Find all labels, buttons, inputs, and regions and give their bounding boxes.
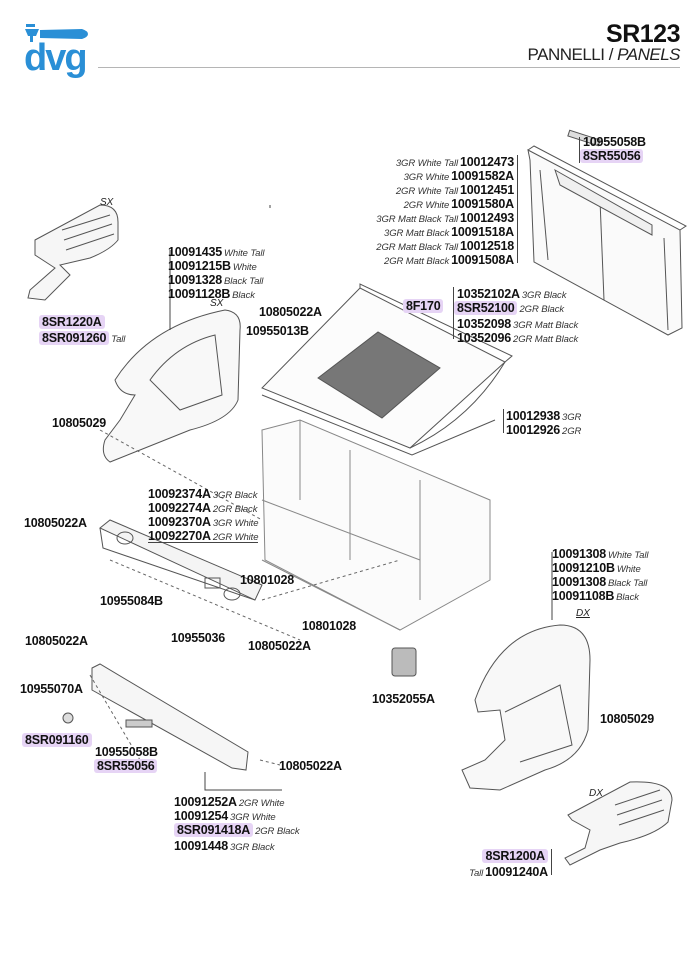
side-label-right: DX [589, 788, 603, 799]
part-number: 10012926 [506, 423, 561, 437]
part-number: 10091435 [168, 245, 223, 259]
part-number: 10805022A [259, 305, 322, 319]
side-label-left: SX [210, 298, 224, 309]
part-number-highlighted: 8SR091418A [174, 823, 254, 837]
part-number: 10955058B [583, 135, 646, 149]
part-number: 10012473 [459, 155, 514, 169]
side-label-left: SX [100, 197, 114, 208]
part-number-highlighted: 8SR091260 [39, 331, 110, 345]
part-number: 10352096 [457, 331, 512, 345]
foot-drawing [391, 647, 417, 677]
part-number: 10955070A [20, 682, 83, 696]
portafilter-icon [25, 24, 88, 42]
logo-text: dvg [24, 37, 88, 79]
back-panel-drawing [527, 129, 687, 336]
part-number-highlighted: 8SR1220A [39, 315, 105, 329]
part-number: 10352098 [457, 317, 512, 331]
left-grille-drawing [27, 204, 119, 301]
part-number-highlighted: 8SR55056 [580, 149, 644, 163]
part-number: 10091210B [552, 561, 615, 575]
knob-label: 8SR091160 [22, 733, 92, 747]
part-number: 10091108B [552, 589, 615, 603]
part-number: 10091128B [168, 287, 231, 301]
part-number: 10955013B [246, 324, 309, 338]
part-number: 10955058B [95, 745, 158, 759]
part-number-highlighted: 8SR52100 [454, 301, 518, 315]
part-number: 10091518A [451, 225, 514, 239]
part-number: 10091308 [552, 575, 607, 589]
right-side-panel-drawing [461, 624, 591, 791]
subtitle-italian: PANNELLI / [527, 45, 614, 64]
part-number: 10805022A [248, 639, 311, 653]
control-panel-drawing [99, 519, 263, 601]
part-number: 10091508A [451, 253, 514, 267]
page-subtitle: PANNELLI / PANELS [527, 45, 681, 65]
part-number: 10092370A [148, 515, 211, 529]
part-number-highlighted: 8SR1200A [482, 849, 548, 863]
part-number: 10805022A [279, 759, 342, 773]
model-title: SR123 [606, 20, 680, 48]
part-number: 10092274A [148, 501, 211, 515]
part-number: 10801028 [240, 573, 295, 587]
part-number: 10801028 [302, 619, 357, 633]
back-panel-strip-labels: 10955058B 8SR55056 [579, 135, 646, 163]
part-number: 10352055A [372, 692, 435, 706]
part-number: 10805022A [25, 634, 88, 648]
part-number: 10091582A [451, 169, 514, 183]
part-number: 10012518 [459, 239, 514, 253]
lower-strip-labels: 10955058B 8SR55056 [94, 745, 158, 773]
part-number: 10091252A [174, 795, 237, 809]
part-number: 10091308 [552, 547, 607, 561]
part-number-highlighted: 8SR091160 [22, 733, 92, 747]
part-number: 10352102A [457, 287, 520, 301]
part-number: 10092374A [148, 487, 211, 501]
part-number: 10012493 [459, 211, 514, 225]
top-plate-drawing [261, 394, 496, 456]
left-side-panel-drawing [102, 309, 241, 463]
part-number: 10092270A [148, 529, 211, 543]
part-number: 10091580A [451, 197, 514, 211]
part-number: 10091240A [485, 865, 548, 879]
part-number: 10012938 [506, 409, 561, 423]
frame-drawing [261, 419, 491, 631]
part-number: 10091215B [168, 259, 231, 273]
part-number: 10955036 [171, 631, 226, 645]
part-number: 10805022A [24, 516, 87, 530]
part-number: 10091448 [174, 839, 229, 853]
part-number: 10012451 [459, 183, 514, 197]
part-number: 10805029 [600, 712, 655, 726]
header-divider [98, 67, 680, 68]
right-grille-drawing [564, 781, 673, 866]
cup-tray-drawing [261, 283, 513, 449]
side-label-right: DX [576, 608, 590, 619]
lower-panel-drawing [62, 663, 249, 771]
part-number: 10805029 [52, 416, 107, 430]
part-number: 10955084B [100, 594, 163, 608]
part-number-highlighted: 8SR55056 [94, 759, 158, 773]
filter-label: 8F170 [403, 299, 444, 313]
part-number: 10091254 [174, 809, 229, 823]
part-number-highlighted: 8F170 [403, 299, 444, 313]
part-number: 10091328 [168, 273, 223, 287]
dvg-logo: dvg [22, 18, 94, 82]
subtitle-english: PANELS [617, 45, 680, 64]
